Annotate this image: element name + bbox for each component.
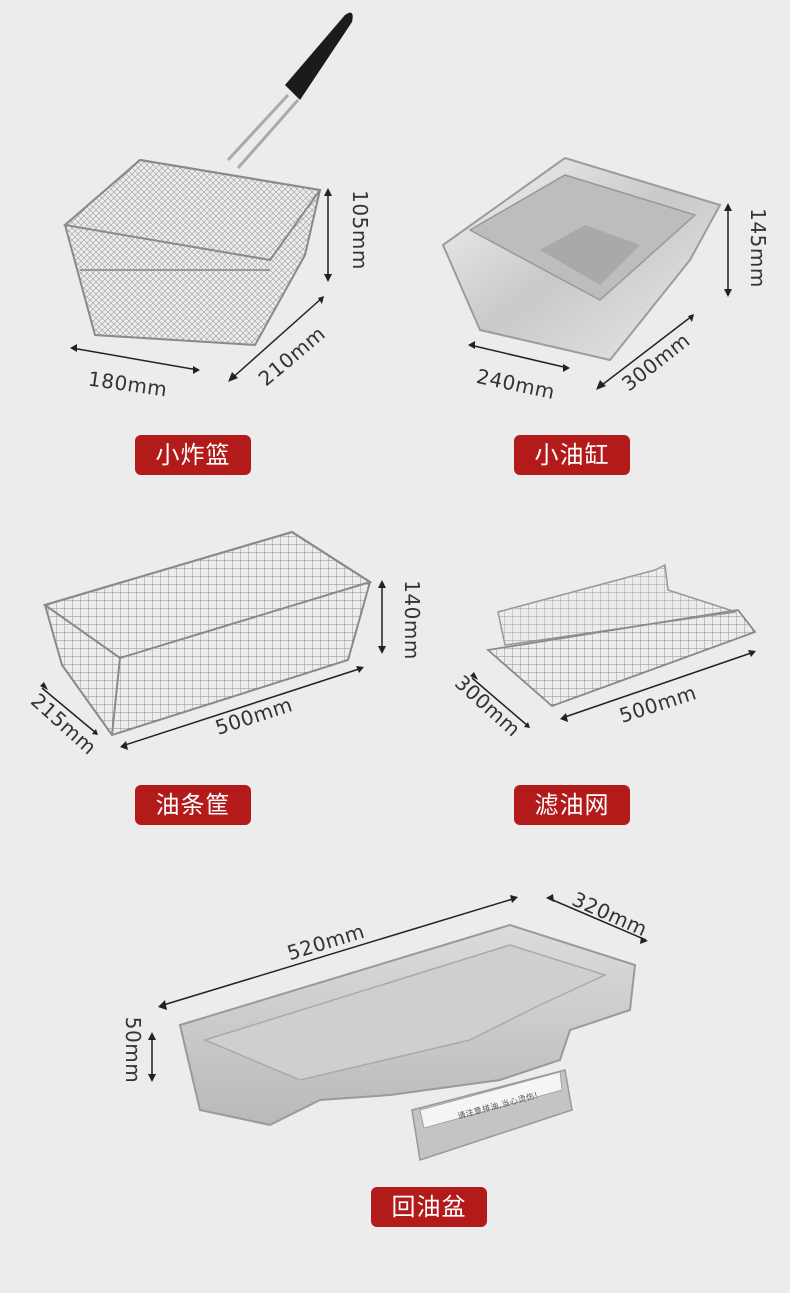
dough-basket-label: 油条筐 <box>135 785 251 825</box>
oil-tank-label: 小油缸 <box>514 435 630 475</box>
filter-screen-label: 滤油网 <box>514 785 630 825</box>
return-tray-label: 回油盆 <box>371 1187 487 1227</box>
fry-basket-label: 小炸篮 <box>135 435 251 475</box>
return-tray-height: 50mm <box>121 1016 146 1084</box>
